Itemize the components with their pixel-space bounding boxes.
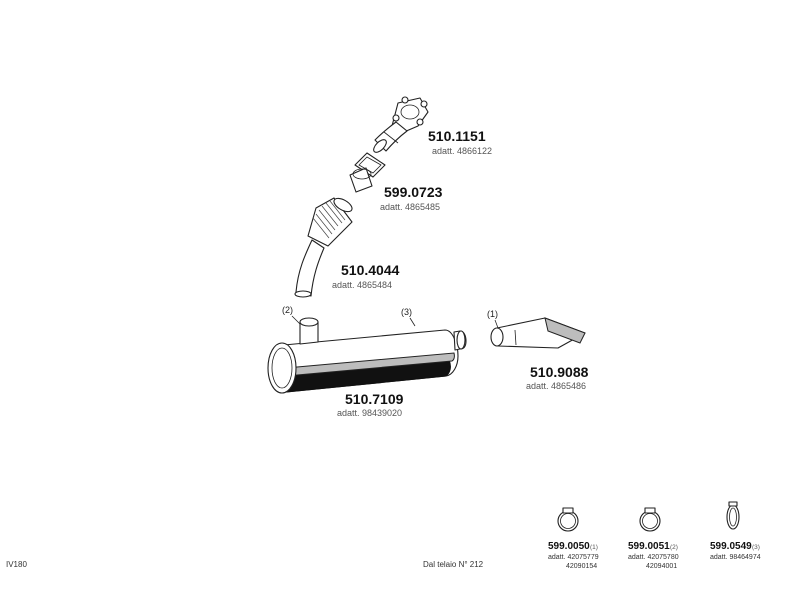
part-510-4044-adatt: adatt. 4865484 bbox=[332, 280, 392, 290]
diagram-id: IV180 bbox=[6, 560, 27, 569]
clamp-599-0050-adatt: adatt. 42075779 bbox=[548, 554, 599, 561]
clamp-599-0050-ref: (1) bbox=[590, 544, 598, 551]
clamp-599-0549-drawing bbox=[726, 501, 740, 530]
part-510-9088-code: 510.9088 bbox=[530, 364, 589, 380]
callout-1: (1) bbox=[487, 309, 498, 319]
part-510-7109-code: 510.7109 bbox=[345, 391, 404, 407]
callout-3: (3) bbox=[401, 307, 412, 317]
part-599-0723-adatt: adatt. 4865485 bbox=[380, 202, 440, 212]
part-510-1151-code: 510.1151 bbox=[428, 128, 486, 144]
part-510-7109-drawing bbox=[267, 317, 467, 394]
part-599-0723-drawing bbox=[349, 152, 386, 193]
part-599-0723-code: 599.0723 bbox=[384, 184, 443, 200]
clamp-599-0051-ref: (2) bbox=[670, 544, 678, 551]
part-510-1151-adatt: adatt. 4866122 bbox=[432, 146, 492, 156]
clamp-599-0050-code: 599.0050 bbox=[548, 541, 590, 552]
part-510-7109-adatt: adatt. 98439020 bbox=[337, 408, 402, 418]
clamp-599-0549-ref: (3) bbox=[752, 544, 760, 551]
clamp-599-0549-code: 599.0549 bbox=[710, 541, 752, 552]
clamp-599-0051-adatt-2: 42094001 bbox=[646, 563, 677, 570]
clamp-599-0051-adatt: adatt. 42075780 bbox=[628, 554, 679, 561]
part-510-1151-drawing bbox=[373, 96, 429, 153]
clamp-599-0549-adatt: adatt. 98464974 bbox=[710, 554, 761, 561]
part-510-4044-code: 510.4044 bbox=[341, 262, 400, 278]
clamp-599-0050-adatt-2: 42090154 bbox=[566, 563, 597, 570]
clamp-599-0051-code: 599.0051 bbox=[628, 541, 670, 552]
chassis-note: Dal telaio N° 212 bbox=[423, 560, 484, 569]
clamp-599-0050-drawing bbox=[557, 507, 579, 532]
part-510-9088-drawing bbox=[490, 317, 586, 349]
clamp-599-0051-drawing bbox=[639, 507, 661, 532]
part-510-9088-adatt: adatt. 4865486 bbox=[526, 381, 586, 391]
callout-2: (2) bbox=[282, 305, 293, 315]
part-510-4044-drawing bbox=[294, 197, 353, 298]
